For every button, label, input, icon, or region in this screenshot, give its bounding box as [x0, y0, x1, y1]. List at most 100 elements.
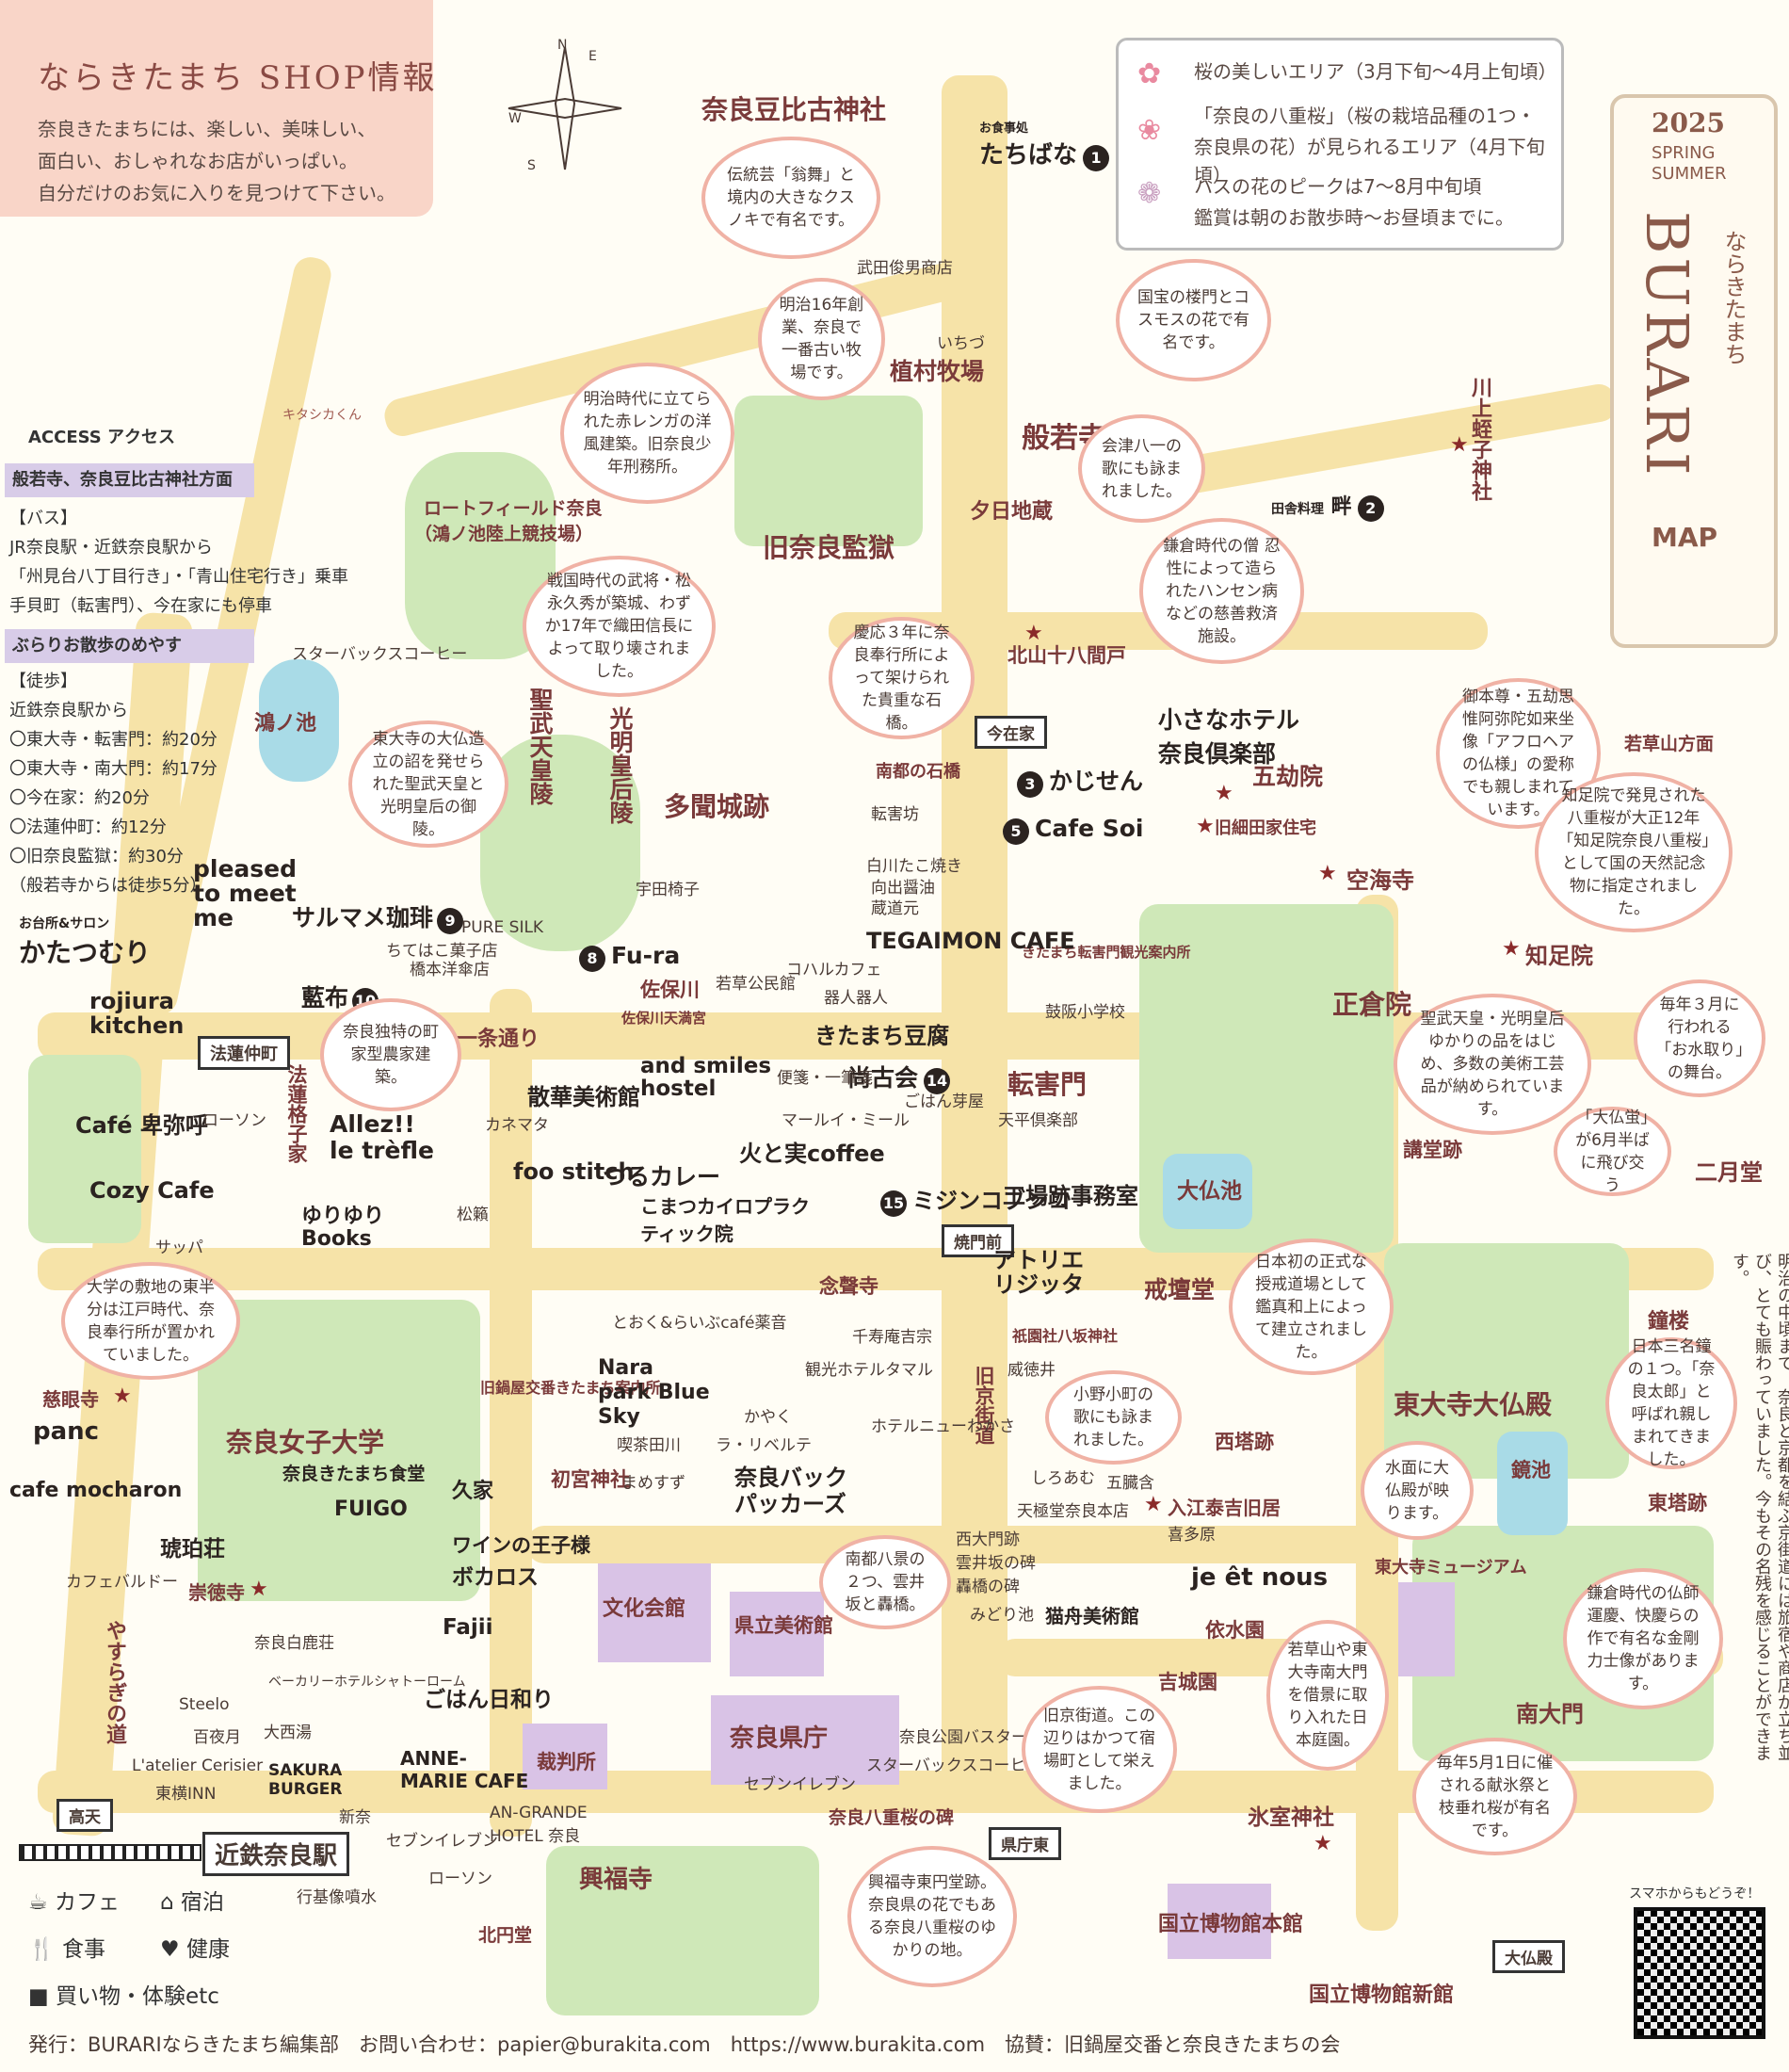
place-rotofield2[interactable]: （鴻ノ池陸上競技場） [414, 524, 594, 544]
place-nigatsudo[interactable]: 二月堂 [1695, 1159, 1763, 1186]
place-shomu[interactable]: 聖武天皇陵 [526, 688, 554, 805]
shop-25[interactable]: Café 卑弥呼 [75, 1112, 208, 1139]
place-uemura[interactable]: 植村牧場 [890, 358, 985, 385]
shop-6[interactable]: TEGAIMON CAFE [866, 928, 1075, 954]
place-gokoin[interactable]: 五劫院 [1252, 763, 1324, 790]
place-nenbutsuji[interactable]: 念聲寺 [819, 1275, 878, 1298]
place-jikanji[interactable]: 慈眼寺 [42, 1388, 99, 1411]
shop-27[interactable]: アトリエ リジッタ [993, 1247, 1084, 1298]
place-kokuhaku[interactable]: 国立博物館本館 [1158, 1913, 1304, 1936]
place-kawakami[interactable]: 川上蛭子神社 [1468, 377, 1491, 501]
shop-20[interactable]: 散華美術館 [527, 1084, 640, 1110]
place-todaiji[interactable]: 東大寺大仏殿 [1394, 1389, 1553, 1420]
station-kenchohigashi[interactable]: 県庁東 [989, 1827, 1061, 1860]
station-takama[interactable]: 高天 [56, 1799, 113, 1832]
shop-35[interactable]: FUIGO [334, 1497, 408, 1521]
shop-16[interactable]: こまつカイロプラクティック院 [640, 1195, 810, 1245]
place-daibutsuike[interactable]: 大仏池 [1177, 1179, 1242, 1204]
station-yakiimon[interactable]: 焼門前 [942, 1224, 1014, 1257]
shop-23[interactable]: ゆりゆりBooks [301, 1205, 385, 1251]
place-toto[interactable]: 東塔跡 [1648, 1492, 1707, 1514]
place-kitamachi-info[interactable]: きたまち転害門観光案内所 [1022, 944, 1191, 961]
place-kofukuji[interactable]: 興福寺 [579, 1866, 653, 1894]
shop-13[interactable]: お台所&サロンかたつむり [19, 916, 152, 968]
place-kitayama[interactable]: 北山十八間戸 [1007, 644, 1126, 667]
place-tamon[interactable]: 多聞城跡 [664, 791, 770, 822]
place-unoike[interactable]: 鴻ノ池 [254, 712, 317, 736]
place-bunka[interactable]: 文化会館 [603, 1597, 686, 1621]
shop-12[interactable]: pleased to meet me [193, 855, 298, 931]
place-museum[interactable]: 東大寺ミュージアム [1375, 1558, 1527, 1578]
place-tengaimon[interactable]: 転害門 [1007, 1069, 1088, 1100]
place-joshidai[interactable]: 奈良女子大学 [226, 1427, 385, 1458]
shop-31[interactable]: Nara park Blue Sky [598, 1356, 710, 1429]
place-hokkecho[interactable]: 法蓮格子家 [285, 1064, 308, 1163]
shop-22[interactable]: Allez!! le trèfle [330, 1110, 434, 1164]
place-kyuhoso[interactable]: 旧細田家住宅 [1215, 818, 1316, 838]
place-kaidando[interactable]: 戒壇堂 [1144, 1276, 1216, 1303]
shop-21[interactable]: foo stitch [513, 1158, 635, 1185]
shop-42[interactable]: ごはん日和り [424, 1688, 554, 1712]
place-saibansho[interactable]: 裁判所 [537, 1751, 596, 1773]
place-isuien[interactable]: 依水園 [1205, 1619, 1265, 1642]
shop-24[interactable]: Cozy Cafe [89, 1177, 215, 1204]
station-hokke[interactable]: 法蓮仲町 [198, 1036, 290, 1070]
place-kangoku[interactable]: 旧奈良監獄 [763, 532, 895, 563]
place-chisokuin[interactable]: 知足院 [1525, 943, 1593, 969]
place-kyukyodo[interactable]: 旧京街道 [973, 1366, 995, 1445]
place-kencho[interactable]: 奈良県庁 [730, 1724, 829, 1753]
shop-7[interactable]: きたまち豆腐 [814, 1023, 950, 1049]
shop-11[interactable]: rojiura kitchen [89, 988, 185, 1039]
qr-code[interactable] [1634, 1907, 1765, 2039]
place-nanto[interactable]: 南都の石橋 [876, 762, 960, 782]
place-nekobune[interactable]: 猫舟美術館 [1045, 1605, 1139, 1627]
shop-41[interactable]: Fajii [443, 1615, 493, 1640]
place-komyo[interactable]: 光明皇后陵 [606, 706, 634, 824]
shop-36[interactable]: 奈良きたまち食堂 [282, 1464, 426, 1484]
shop-18[interactable]: and smiles hostel [640, 1054, 772, 1101]
place-yoshikien[interactable]: 吉城園 [1158, 1671, 1217, 1693]
shop-17[interactable]: 火と実coffee [739, 1141, 885, 1167]
place-tokoji[interactable]: 佐保川天満宮 [621, 1010, 707, 1027]
place-narazuhiko[interactable]: 奈良豆比古神社 [701, 94, 887, 125]
shop-38[interactable]: panc [33, 1417, 100, 1446]
place-hatsumiya[interactable]: 初宮神社 [551, 1468, 630, 1491]
shop-30[interactable]: 奈良バックパッカーズ [734, 1465, 847, 1517]
place-saito[interactable]: 西塔跡 [1215, 1431, 1274, 1453]
place-yaezakura[interactable]: 奈良八重桜の碑 [829, 1807, 955, 1828]
shop-19[interactable]: つるカレー [603, 1163, 721, 1190]
place-kokuhaku-new[interactable]: 国立博物館新館 [1309, 1983, 1455, 2007]
place-kodo[interactable]: 講堂跡 [1403, 1139, 1462, 1161]
shop-44[interactable]: SAKURA BURGER [268, 1761, 343, 1799]
place-kagamiike[interactable]: 鏡池 [1511, 1459, 1551, 1481]
shop-34[interactable]: ボカロス [452, 1565, 539, 1590]
place-shoro[interactable]: 鐘楼 [1648, 1310, 1690, 1334]
shop-39[interactable]: cafe mocharon [9, 1479, 183, 1502]
place-bijutsukan[interactable]: 県立美術館 [734, 1614, 833, 1637]
place-shosoin[interactable]: 正倉院 [1332, 989, 1412, 1020]
place-wakakusa[interactable]: 若草山方面 [1624, 734, 1715, 754]
station-imazaike[interactable]: 今在家 [975, 716, 1047, 749]
place-rotofield[interactable]: ロートフィールド奈良 [424, 498, 603, 519]
station-daibutsuden[interactable]: 大仏殿 [1492, 1940, 1565, 1973]
place-sotokuji[interactable]: 崇徳寺 [188, 1581, 245, 1604]
shop-4[interactable]: 小さなホテル奈良倶楽部 [1158, 706, 1300, 768]
shop-33[interactable]: ワインの王子様 [452, 1534, 590, 1557]
shop-26[interactable]: 工場跡事務室 [1003, 1183, 1138, 1209]
place-kuukai[interactable]: 空海寺 [1346, 867, 1414, 894]
station-kintetsu[interactable]: 近鉄奈良駅 [202, 1832, 350, 1876]
place-ichijo[interactable]: 一条通り [457, 1028, 540, 1051]
place-himuro[interactable]: 氷室神社 [1248, 1805, 1334, 1830]
shop-32[interactable]: 久家 [452, 1480, 494, 1503]
place-hokaibou[interactable]: 旧鍋屋交番きたまち案内所 [480, 1379, 661, 1397]
shop-28[interactable]: je êt nous [1191, 1563, 1329, 1592]
place-kitaendo[interactable]: 北円堂 [478, 1925, 533, 1946]
place-sahogawa[interactable]: 佐保川 [640, 979, 700, 1001]
